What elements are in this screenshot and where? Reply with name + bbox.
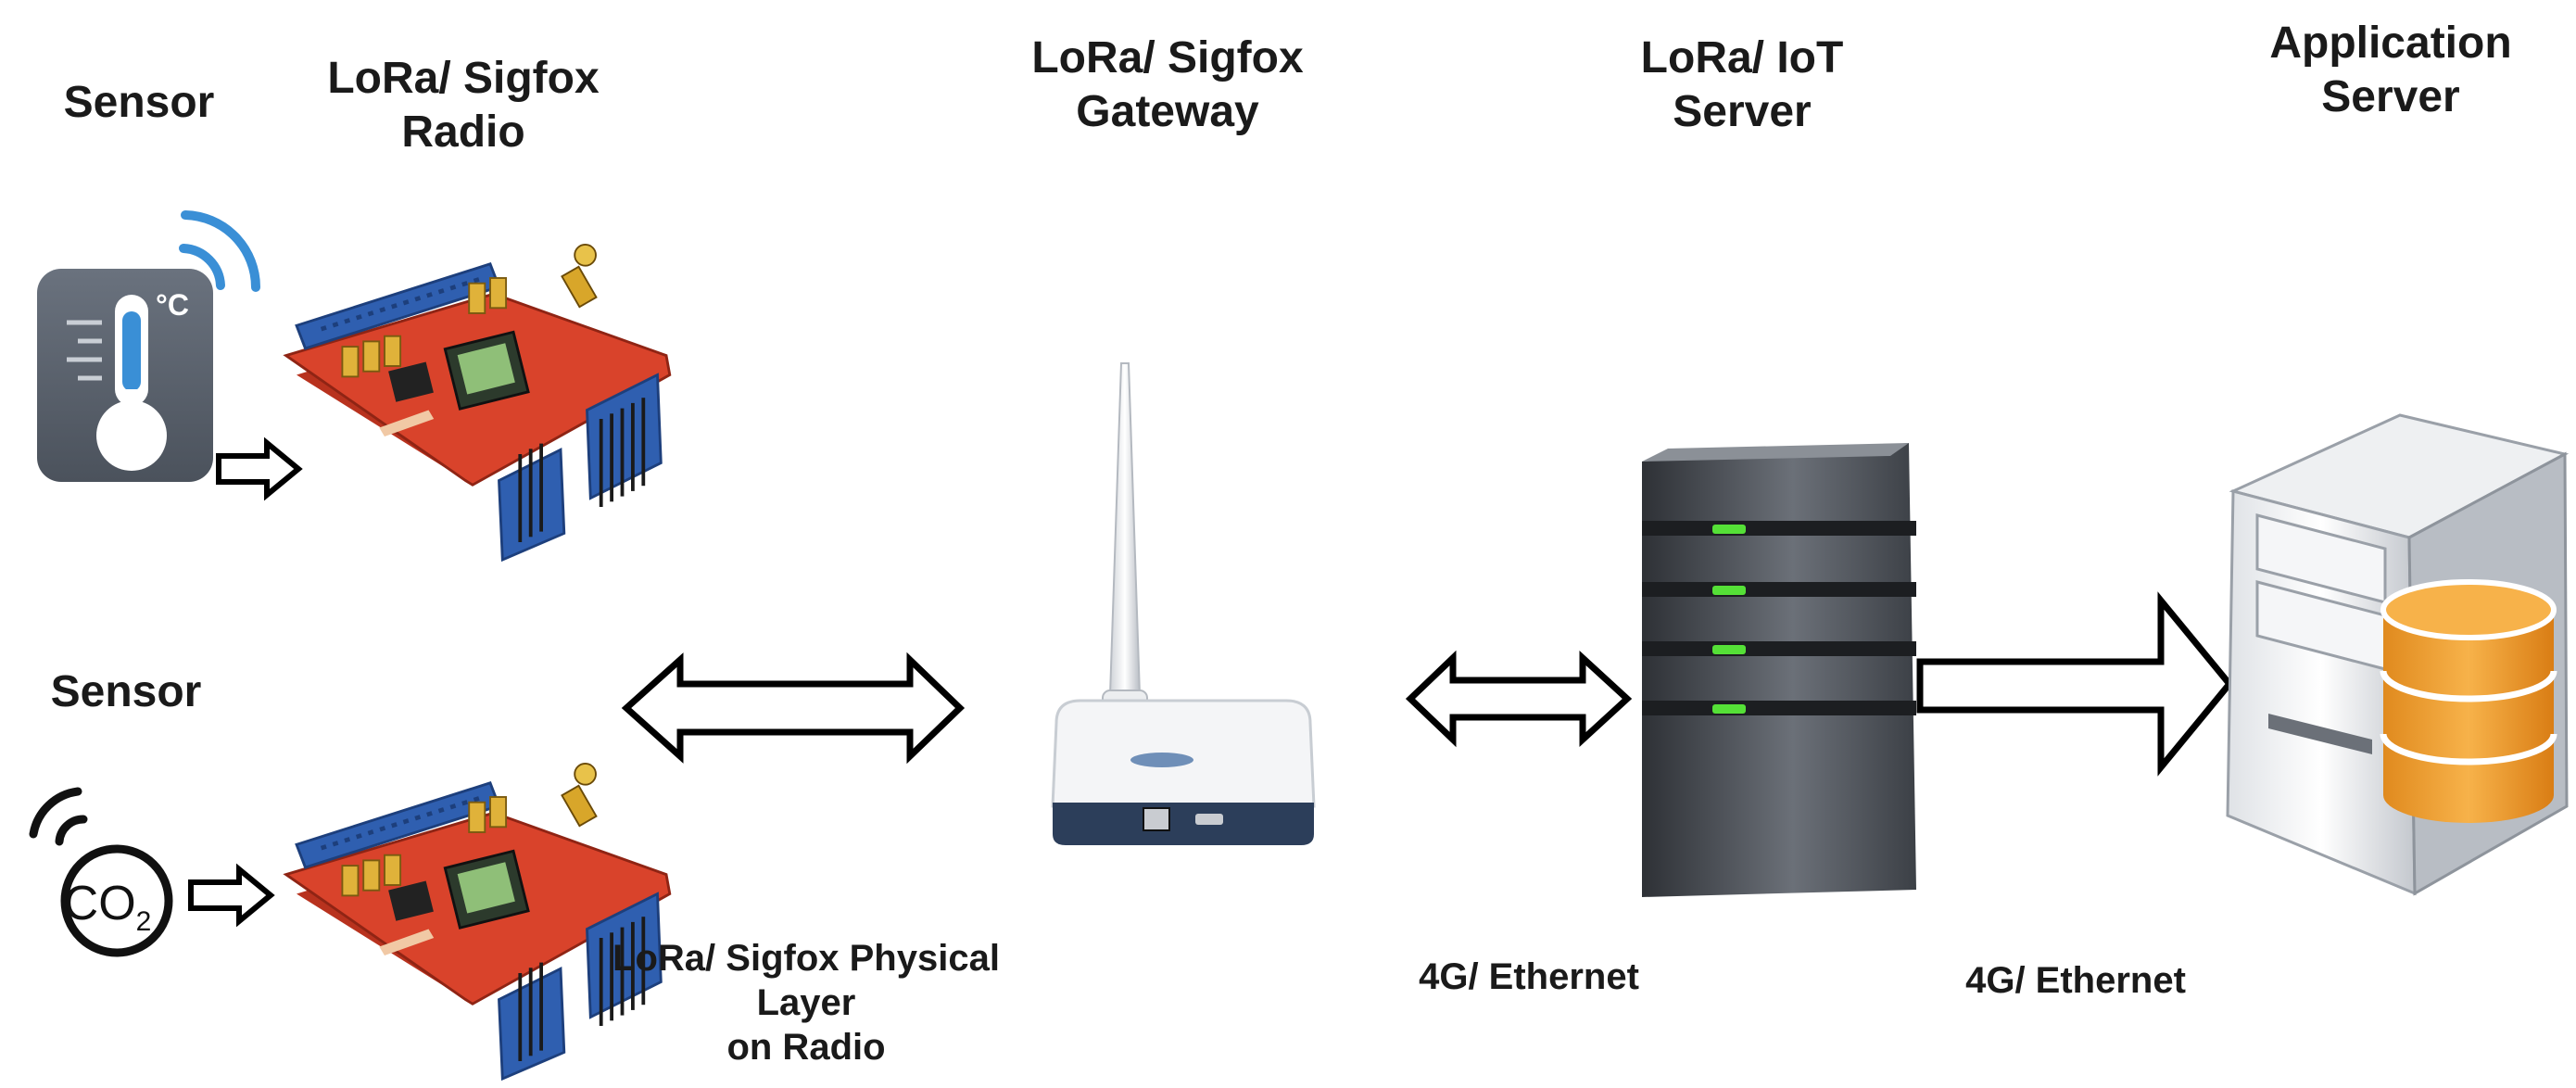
app-server-header-line1: Application bbox=[2269, 19, 2512, 68]
iot-server-header-line2: Server bbox=[1673, 86, 1812, 136]
server-app-arrow bbox=[1916, 591, 2234, 777]
sensor2-to-radio-arrow bbox=[191, 869, 271, 921]
svg-text:°C: °C bbox=[156, 288, 189, 322]
iot-server-header-line1: LoRa/ IoT bbox=[1640, 33, 1844, 82]
lora-radio-board-1-icon bbox=[286, 245, 670, 560]
radio-gateway-double-arrow bbox=[621, 652, 966, 765]
gateway-header: LoRa/ Sigfox Gateway bbox=[982, 32, 1353, 138]
radio-link-label-line2: on Radio bbox=[726, 1027, 886, 1068]
database-icon bbox=[2380, 579, 2557, 823]
temperature-signal-waves-icon bbox=[179, 210, 260, 292]
co2-signal-waves-icon bbox=[29, 787, 88, 846]
server-led-icons bbox=[1712, 525, 1746, 714]
gateway-header-line2: Gateway bbox=[1076, 86, 1259, 136]
gateway-server-link-label: 4G/ Ethernet bbox=[1419, 956, 1639, 997]
app-server-header-line2: Server bbox=[2321, 71, 2460, 121]
server-app-link-label: 4G/ Ethernet bbox=[1965, 960, 2186, 1001]
sensor-header: Sensor bbox=[63, 78, 215, 127]
iot-server-icon bbox=[1642, 443, 1916, 897]
radio-link-label: LoRa/ Sigfox Physical Layer on Radio bbox=[584, 936, 1029, 1069]
app-server-header: Application Server bbox=[2205, 17, 2576, 123]
sensor1-to-radio-arrow bbox=[219, 443, 298, 495]
iot-server-header: LoRa/ IoT Server bbox=[1575, 32, 1909, 138]
temperature-sensor-icon: °C bbox=[37, 269, 213, 482]
gateway-server-double-arrow bbox=[1405, 650, 1633, 748]
radio-header: LoRa/ Sigfox Radio bbox=[278, 52, 649, 158]
lora-gateway-icon bbox=[1051, 362, 1316, 845]
radio-header-line2: Radio bbox=[401, 107, 525, 157]
sensor2-label: Sensor bbox=[50, 667, 202, 716]
svg-text:CO2: CO2 bbox=[64, 877, 152, 937]
radio-header-line1: LoRa/ Sigfox bbox=[327, 54, 600, 103]
co2-sensor-icon: CO2 bbox=[60, 844, 173, 957]
radio-link-label-line1: LoRa/ Sigfox Physical Layer bbox=[612, 938, 1000, 1023]
gateway-header-line1: LoRa/ Sigfox bbox=[1031, 33, 1304, 82]
